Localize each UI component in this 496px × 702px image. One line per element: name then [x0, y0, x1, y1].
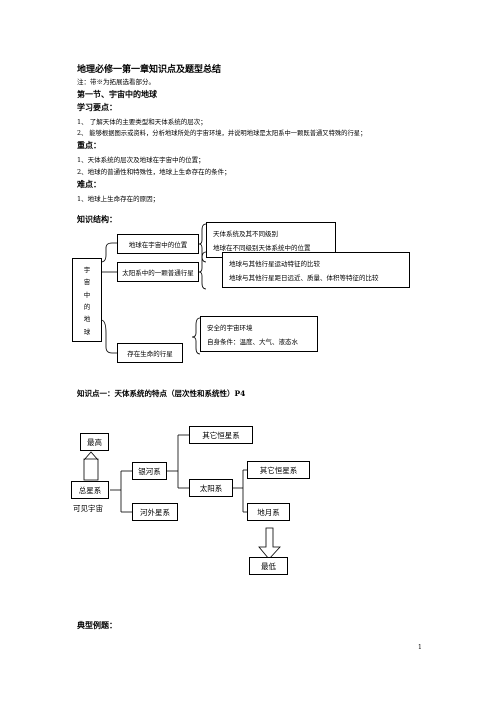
earth-moon-box: 地月系 — [247, 503, 290, 521]
observable-universe-label: 可见宇宙 — [73, 504, 103, 513]
key-point-1: 1、天体系统的层次及地球在宇宙中的位置； — [77, 156, 205, 164]
detail-line: 地球与其他行星运动特征的比较 — [229, 260, 320, 268]
other-star-systems-box-2: 其它恒星系 — [247, 461, 310, 479]
total-galaxy-box: 总星系 — [71, 481, 109, 499]
key-point-2: 2、地球的普通性和特殊性，地球上生命存在的条件； — [77, 168, 231, 176]
detail-line: 地球在不同级别天体系统中的位置 — [213, 244, 311, 252]
branch-ordinary-details: 地球与其他行星运动特征的比较 地球与其他行星距日远近、质量、体积等特征的比较 — [222, 252, 410, 288]
branch-position: 地球在宇宙中的位置 — [117, 234, 199, 254]
learn-point-1: 1、 了解天体的主要类型和天体系统的层次； — [77, 118, 207, 126]
root-char: 宙 — [83, 278, 91, 287]
up-arrow-icon — [83, 451, 99, 481]
branch-life-planet: 存在生命的行星 — [117, 343, 183, 363]
root-char: 地 — [83, 315, 91, 324]
key-heading: 重点： — [77, 140, 101, 150]
detail-line: 地球与其他行星距日远近、质量、体积等特征的比较 — [229, 274, 379, 282]
branch-ordinary-planet: 太阳系中的一颗普通行星 — [117, 262, 199, 282]
structure-heading: 知识结构： — [77, 214, 117, 224]
document-title: 地理必修一第一章知识点及题型总结 — [77, 65, 222, 75]
root-char: 宇 — [83, 266, 91, 275]
down-arrow-icon — [258, 527, 281, 560]
examples-heading: 典型例题： — [77, 620, 117, 630]
other-galaxies-box: 河外星系 — [132, 503, 178, 521]
difficult-point-1: 1、地球上生命存在的原因； — [77, 195, 160, 203]
section-heading: 第一节、宇宙中的地球 — [77, 89, 157, 99]
root-char: 的 — [83, 303, 91, 312]
milky-way-box: 银河系 — [132, 462, 167, 480]
level-highest-box: 最高 — [80, 433, 109, 451]
page-number: 1 — [418, 644, 422, 651]
root-char: 中 — [83, 290, 91, 299]
difficult-heading: 难点： — [77, 179, 101, 189]
root-char: 球 — [83, 327, 91, 336]
knowledge-point-heading: 知识点一：天体系统的特点（层次性和系统性）P4 — [77, 389, 246, 398]
other-star-systems-box-1: 其它恒星系 — [189, 426, 253, 444]
detail-line: 自身条件：温度、大气、液态水 — [207, 338, 298, 346]
branch-life-details: 安全的宇宙环境 自身条件：温度、大气、液态水 — [200, 316, 318, 352]
level-lowest-box: 最低 — [249, 557, 288, 575]
note-text: 注：带※为拓展选看部分。 — [77, 78, 155, 86]
learn-point-2: 2、 能够根据图示或资料，分析地球所处的宇宙环境，并说明地球是太阳系中一颗既普通… — [77, 130, 367, 137]
structure-root: 宇 宙 中 的 地 球 — [72, 258, 102, 342]
detail-line: 天体系统及其不同级别 — [213, 230, 278, 238]
solar-system-box: 太阳系 — [189, 479, 233, 497]
learn-points-heading: 学习要点： — [77, 102, 117, 112]
detail-line: 安全的宇宙环境 — [207, 324, 253, 332]
